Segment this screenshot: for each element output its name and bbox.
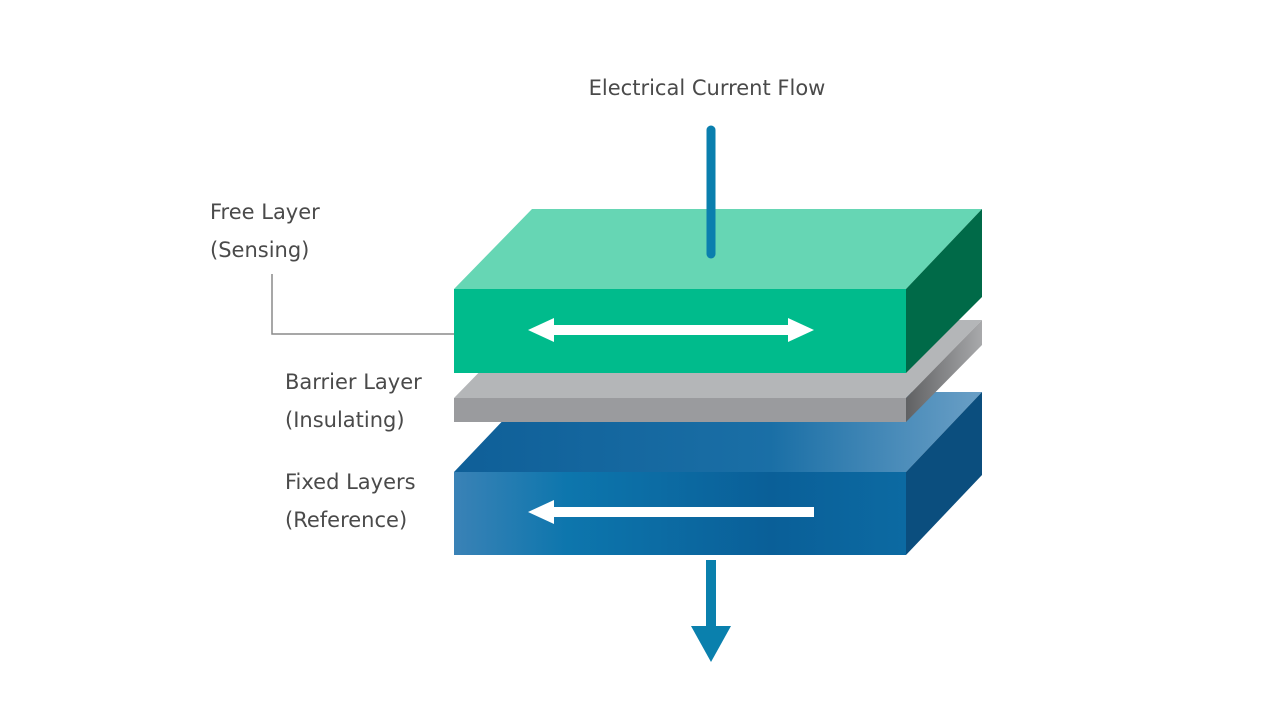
barrier-layer-label: Barrier Layer [285,370,422,394]
title-label: Electrical Current Flow [589,76,826,100]
fixed-layer-sublabel: (Reference) [285,508,407,532]
free-layer-leader-line [271,274,454,335]
current-out-arrow-icon [691,560,731,662]
fixed-layer-side [906,392,982,555]
barrier-layer-front [454,398,906,422]
free-layer-top [454,209,982,289]
free-layer-label: Free Layer [210,200,320,224]
free-layer-sublabel: (Sensing) [210,238,309,262]
bidirectional-arrow-icon [528,318,814,342]
free-layer [454,209,982,373]
fixed-layer-label: Fixed Layers [285,470,416,494]
free-layer-side [906,209,982,373]
left-arrow-icon [528,500,814,524]
barrier-layer-side [906,320,982,422]
barrier-layer-sublabel: (Insulating) [285,408,405,432]
